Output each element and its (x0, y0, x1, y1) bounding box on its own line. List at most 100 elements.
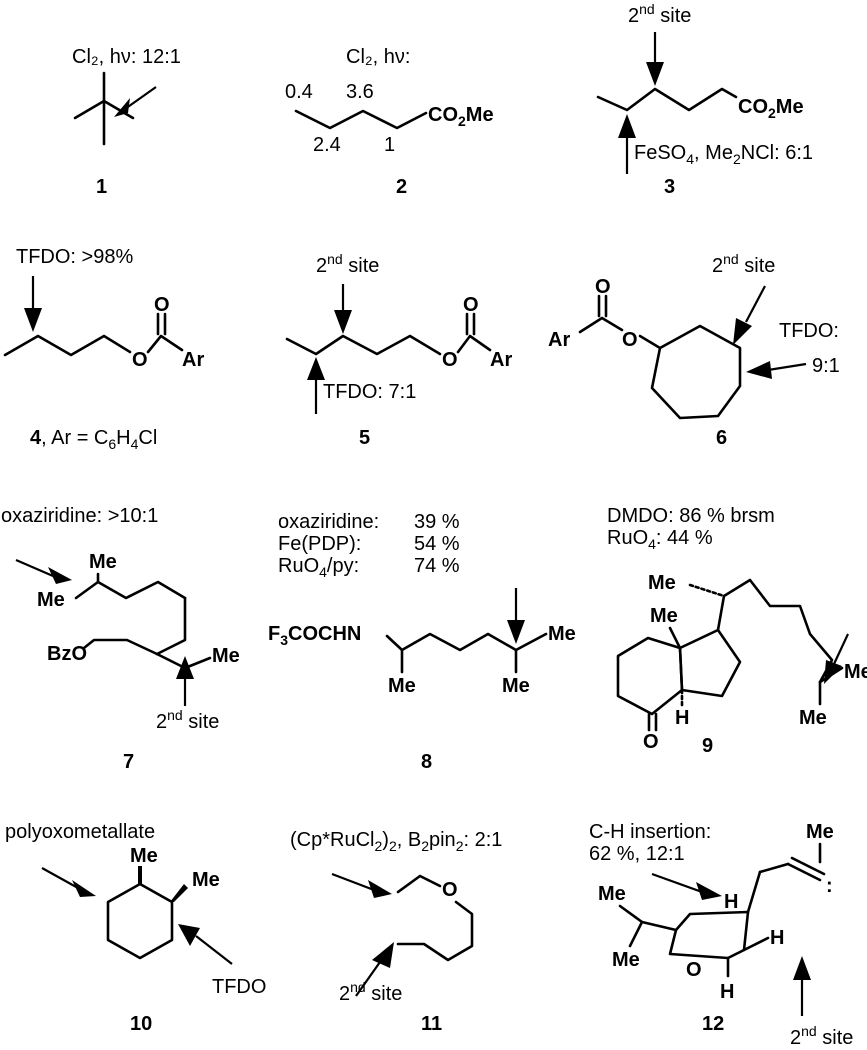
compound-2-number: 2 (396, 176, 407, 198)
compound-7-me-3: Me (212, 645, 240, 667)
compound-5-conditions: TFDO: 7:1 (323, 381, 416, 403)
compound-3: 2nd site CO2Me FeSO4, Me2NCl: 6:1 3 (596, 1, 813, 198)
compound-12-ring (668, 910, 750, 960)
compound-1-conditions: Cl₂, hν: 12:1 (72, 46, 181, 68)
compound-12-second-site: 2nd site (790, 1023, 853, 1049)
compound-2-site-ratio-c: 2.4 (313, 134, 341, 156)
compound-10-arrowhead-right (178, 924, 200, 946)
compound-6-ratio: 9:1 (812, 355, 840, 377)
compound-10-arrow-right (195, 935, 233, 965)
compound-4-arrowhead (24, 308, 42, 332)
compound-8-me-3: Me (548, 623, 576, 645)
compound-9-side-chain (722, 578, 834, 684)
compound-8: oxaziridine: 39 % Fe(PDP): 54 % RuO4/py:… (268, 511, 576, 773)
compound-3-arrowhead-top (646, 62, 664, 86)
compound-5-carbonyl (456, 334, 492, 354)
compound-3-ester: CO2Me (738, 96, 804, 121)
compound-7-me-1: Me (89, 551, 117, 573)
compound-8-me-1: Me (388, 675, 416, 697)
compound-1-number: 1 (96, 176, 107, 198)
compound-11-arrowhead-top (368, 880, 392, 898)
compound-8-me-2: Me (502, 675, 530, 697)
compound-9-ketone-o: O (643, 731, 659, 753)
compound-7-bottom-chain (82, 638, 159, 656)
compound-10-me-1: Me (130, 845, 158, 867)
compound-4-aryl: Ar (182, 349, 204, 371)
compound-12-attach (746, 870, 762, 914)
compound-5-arrowhead-bottom (307, 357, 325, 380)
compound-12: C-H insertion: 62 %, 12:1 Me : H O Me Me… (589, 821, 853, 1049)
compound-9-arrowhead (824, 660, 842, 684)
compound-12-vinyl-1 (786, 862, 822, 882)
compound-6-ester-oxygen: O (622, 329, 638, 351)
compound-3-chain (596, 87, 738, 112)
compound-9-me-angular-bond (668, 626, 682, 650)
compound-10-wedge-a (138, 866, 142, 884)
compound-6-second-site: 2nd site (712, 251, 775, 277)
compound-6-arrowhead-top (733, 318, 752, 345)
compound-12-me-ipr-2: Me (612, 949, 640, 971)
compound-1-arrow (124, 86, 157, 110)
compound-11: (Cp*RuCl2)2, B2pin2: 2:1 O 2nd site 11 (290, 829, 502, 1035)
compound-9-conditions-b: RuO4: 44 % (607, 527, 713, 552)
compound-5-arrowhead-top (334, 310, 352, 334)
compound-12-ch2 (758, 862, 790, 874)
compound-8-label-c: RuO4/py: (278, 555, 359, 580)
compound-12-me-carbene: Me (806, 821, 834, 843)
compound-5-carbonyl-oxygen: O (463, 294, 479, 316)
compound-10-conditions: polyoxometallate (5, 821, 155, 843)
compound-12-isopropyl-bond (640, 920, 678, 932)
compound-4-ester-oxygen: O (132, 349, 148, 371)
compound-6-c-o-bond (638, 334, 662, 350)
compound-9-number: 9 (702, 735, 713, 757)
compound-7-mid-chain (155, 596, 187, 656)
compound-7-arrowhead-top (48, 567, 72, 584)
compound-12-carbene-dot: : (826, 875, 833, 897)
compound-7-me-2: Me (37, 589, 65, 611)
compound-11-bottom-chain (396, 900, 474, 962)
compound-11-second-site: 2nd site (339, 979, 402, 1005)
compound-6: 2nd site O O Ar TFDO: 9:1 6 (548, 251, 840, 449)
compound-8-value-a: 39 % (414, 511, 460, 533)
compound-9-me-side: Me (648, 572, 676, 594)
compound-7-arrowhead-bottom (176, 656, 194, 679)
compound-12-h-2: H (720, 981, 734, 1003)
compound-9-me-b: Me (799, 707, 827, 729)
compound-8-chain (385, 632, 548, 652)
compound-4-caption: 4, Ar = C6H4Cl (30, 427, 157, 452)
compound-4-carbonyl-oxygen: O (154, 294, 170, 316)
compound-10-me-2: Me (192, 869, 220, 891)
compound-9-me-a: Me (844, 661, 867, 683)
compound-1: Cl₂, hν: 12:1 1 (72, 46, 181, 198)
compound-12-ipr-b (628, 920, 644, 948)
compound-2-chain (294, 109, 428, 130)
compound-5-second-site: 2nd site (316, 251, 379, 277)
compound-3-number: 3 (664, 176, 675, 198)
compound-7: oxaziridine: >10:1 Me Me Me BzO 2nd site… (1, 505, 240, 773)
compound-11-number: 11 (421, 1013, 442, 1035)
compound-10: polyoxometallate Me Me TFDO 10 (5, 821, 266, 1035)
compound-5-number: 5 (359, 427, 370, 449)
compound-8-number: 8 (421, 751, 432, 773)
compound-12-ring-o: O (686, 959, 702, 981)
compound-12-arrow-top (651, 872, 703, 894)
compound-6-ring (650, 324, 742, 420)
compound-9-arrow (833, 633, 849, 665)
compound-12-vinyl-2 (790, 856, 826, 876)
compound-11-arrow-top (331, 872, 375, 892)
compound-8-label-b: Fe(PDP): (278, 533, 361, 555)
compound-12-arrowhead-top (696, 882, 722, 900)
compound-6-carbonyl-oxygen: O (595, 276, 611, 298)
compound-3-conditions: FeSO4, Me2NCl: 6:1 (634, 142, 813, 167)
compound-8-amide: F3COCHN (268, 623, 361, 648)
compound-9-five-ring (678, 628, 742, 698)
compound-6-aryl: Ar (548, 329, 570, 351)
compound-2-site-ratio-a: 0.4 (285, 81, 313, 103)
compound-12-conditions-a: C-H insertion: (589, 821, 711, 843)
compound-11-arrowhead-bottom (372, 942, 394, 968)
compound-2-site-ratio-d: 1 (384, 134, 395, 156)
compound-6-number: 6 (716, 427, 727, 449)
compound-10-arrowhead-left (72, 880, 96, 897)
compound-9-conditions-a: DMDO: 86 % brsm (607, 505, 775, 527)
